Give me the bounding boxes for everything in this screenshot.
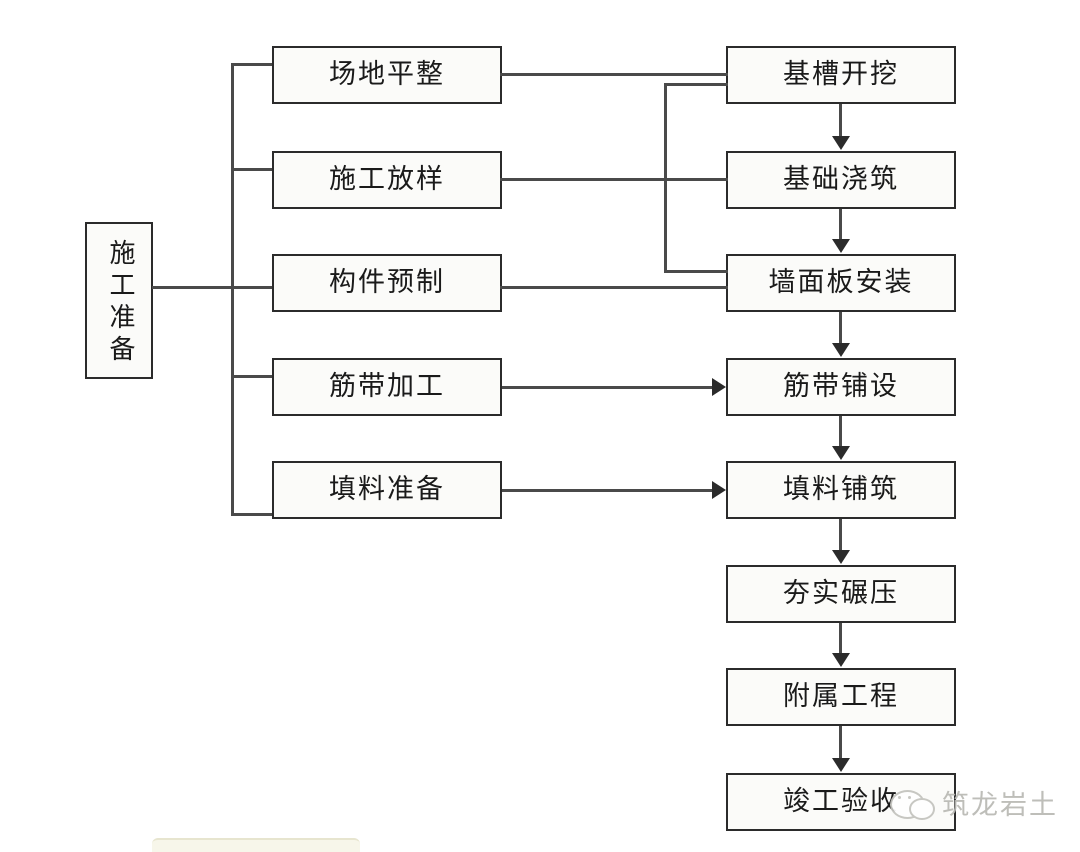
edge-bracket-stub-3 (231, 286, 274, 289)
edge-bracket-stub-4 (231, 375, 274, 378)
edge-site-leveling-to-trench (500, 73, 728, 76)
arrowhead-ancillary-works (832, 653, 850, 667)
edge-bridge-to-panel (664, 270, 728, 273)
arrowhead-strip-laying-top (832, 343, 850, 357)
edge-fill-to-compaction (839, 519, 842, 552)
edge-panel-to-strip-laying (839, 312, 842, 345)
edge-bracket-stub-2 (231, 168, 274, 171)
node-site-leveling[interactable]: 场地平整 (272, 46, 502, 104)
node-prep[interactable]: 施工准备 (85, 222, 153, 379)
edge-trench-bridge-top (664, 83, 728, 86)
node-panel-install[interactable]: 墙面板安装 (726, 254, 956, 312)
edge-precast-to-panel (500, 286, 728, 289)
edge-strip-laying-to-fill (839, 416, 842, 448)
edge-fill-prep-to-placement (502, 489, 714, 492)
edge-compaction-to-ancillary (839, 623, 842, 655)
node-fill-prep[interactable]: 填料准备 (272, 461, 502, 519)
node-ancillary-works[interactable]: 附属工程 (726, 668, 956, 726)
node-fill-placement[interactable]: 填料铺筑 (726, 461, 956, 519)
node-setting-out[interactable]: 施工放样 (272, 151, 502, 209)
arrowhead-final-acceptance (832, 758, 850, 772)
edge-prep-to-bracket (152, 286, 234, 289)
edge-bracket-stub-5 (231, 513, 274, 516)
node-foundation-pour[interactable]: 基础浇筑 (726, 151, 956, 209)
edge-ancillary-to-acceptance (839, 726, 842, 760)
page-corner-artifact (152, 838, 360, 852)
node-compaction[interactable]: 夯实碾压 (726, 565, 956, 623)
edge-setting-out-to-foundation (500, 178, 728, 181)
arrowhead-panel-install (832, 239, 850, 253)
node-final-acceptance[interactable]: 竣工验收 (726, 773, 956, 831)
edge-trench-to-foundation (839, 104, 842, 138)
edge-bracket-spine (231, 63, 234, 515)
node-strip-fab[interactable]: 筋带加工 (272, 358, 502, 416)
edge-strip-fab-to-laying (502, 386, 714, 389)
arrowhead-compaction (832, 550, 850, 564)
node-trench-excavation[interactable]: 基槽开挖 (726, 46, 956, 104)
watermark-text: 筑龙岩土 (942, 790, 1058, 821)
edge-bracket-stub-1 (231, 63, 274, 66)
arrowhead-fill-placement-top (832, 446, 850, 460)
node-strip-laying[interactable]: 筋带铺设 (726, 358, 956, 416)
arrowhead-fill-placement (712, 481, 726, 499)
edge-bridge-vertical (664, 83, 667, 273)
arrowhead-strip-laying (712, 378, 726, 396)
arrowhead-foundation-pour (832, 136, 850, 150)
edge-foundation-to-panel (839, 209, 842, 241)
node-precast-members[interactable]: 构件预制 (272, 254, 502, 312)
